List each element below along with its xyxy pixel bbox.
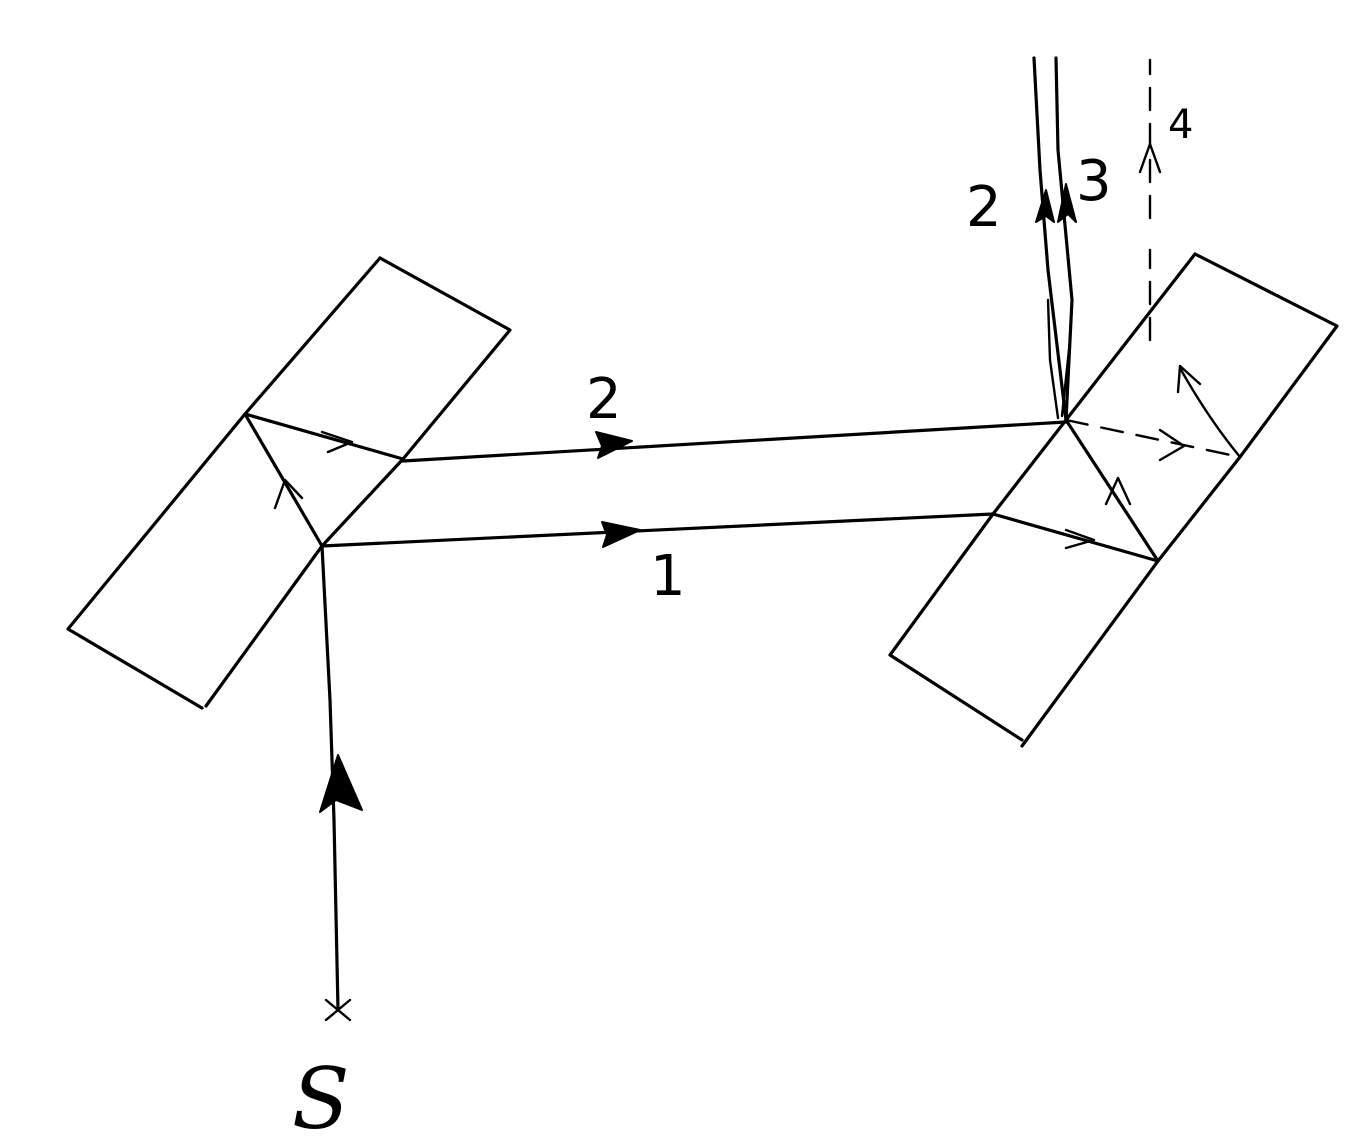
output-beams [1032, 56, 1162, 422]
output-3-label: 3 [1076, 149, 1112, 214]
source-label: S [292, 1050, 350, 1137]
right-glass-plate [888, 252, 1339, 748]
output-2-label: 2 [966, 175, 1002, 240]
beam-2-label: 2 [586, 367, 622, 432]
beam-1 [320, 512, 995, 548]
beam-2 [401, 420, 1068, 463]
beam-1-label: 1 [650, 544, 686, 609]
source-marker [324, 998, 352, 1022]
incident-beam [319, 544, 363, 1022]
output-4-label: 4 [1168, 102, 1193, 148]
right-plate-internal-rays [991, 364, 1242, 563]
left-plate-internal-rays [243, 412, 405, 548]
